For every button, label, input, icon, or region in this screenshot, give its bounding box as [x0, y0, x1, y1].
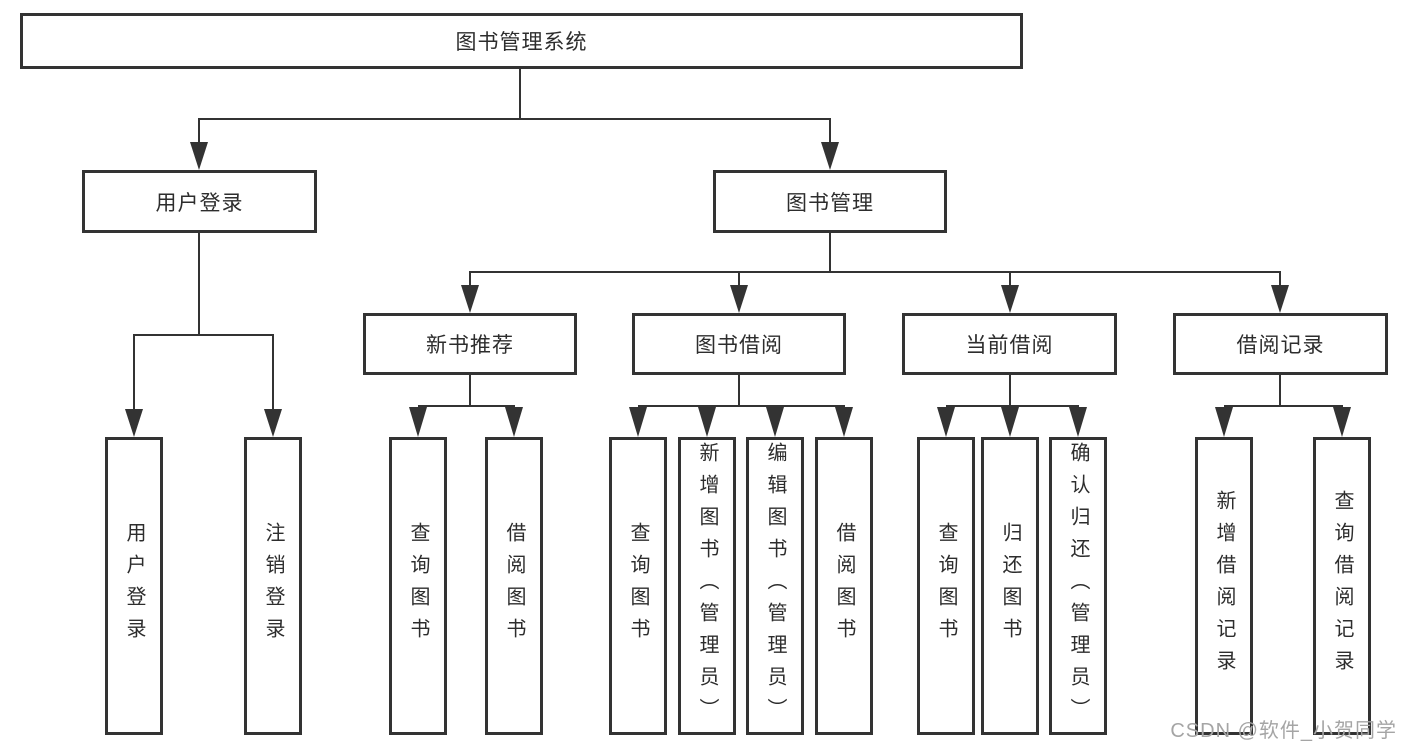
arrowhead-down — [821, 142, 839, 170]
leaf-newbook-borrow-books-label: 借阅图书 — [503, 522, 525, 650]
connector-line — [1224, 405, 1343, 407]
leaf-user-login-label: 用户登录 — [123, 522, 145, 650]
leaf-borrowing-borrow-books: 借阅图书 — [815, 437, 873, 735]
connector-line — [133, 334, 135, 412]
node-book-management-label: 图书管理 — [786, 191, 874, 215]
arrowhead-down — [264, 409, 282, 437]
arrowhead-down — [698, 407, 716, 437]
node-new-book-recommend: 新书推荐 — [363, 313, 577, 375]
node-user-login-label: 用户登录 — [155, 191, 244, 215]
connector-line — [134, 334, 274, 336]
arrowhead-down — [1333, 407, 1351, 437]
arrowhead-down — [409, 407, 427, 437]
leaf-current-query-books-label: 查询图书 — [935, 522, 957, 650]
leaf-records-add-record: 新增借阅记录 — [1195, 437, 1253, 735]
arrowhead-down — [835, 407, 853, 437]
connector-line — [519, 68, 521, 120]
connector-line — [418, 405, 515, 407]
leaf-newbook-query-books-label: 查询图书 — [407, 522, 429, 650]
leaf-current-query-books: 查询图书 — [917, 437, 975, 735]
arrowhead-down — [1001, 285, 1019, 313]
leaf-current-confirm-return-admin-label: 确认归还（管理员） — [1067, 442, 1089, 730]
node-root-label: 图书管理系统 — [455, 31, 588, 54]
connector-line — [469, 271, 471, 288]
connector-line — [638, 405, 845, 407]
leaf-borrowing-query-books: 查询图书 — [609, 437, 667, 735]
connector-line — [946, 405, 1079, 407]
node-user-login: 用户登录 — [82, 170, 317, 233]
connector-line — [829, 118, 831, 145]
node-new-book-recommend-label: 新书推荐 — [426, 334, 514, 357]
connector-line — [738, 271, 740, 288]
leaf-newbook-query-books: 查询图书 — [389, 437, 447, 735]
leaf-borrowing-query-books-label: 查询图书 — [627, 522, 649, 650]
leaf-logout-label: 注销登录 — [262, 522, 284, 650]
connector-line — [1009, 375, 1011, 407]
arrowhead-down — [461, 285, 479, 313]
connector-line — [738, 375, 740, 407]
arrowhead-down — [730, 285, 748, 313]
connector-line — [1279, 271, 1281, 288]
leaf-user-login: 用户登录 — [105, 437, 163, 735]
node-book-management: 图书管理 — [713, 170, 947, 233]
connector-line — [469, 375, 471, 407]
arrowhead-down — [1215, 407, 1233, 437]
leaf-current-return-books: 归还图书 — [981, 437, 1039, 735]
arrowhead-down — [1271, 285, 1289, 313]
node-root: 图书管理系统 — [20, 13, 1023, 69]
leaf-borrowing-add-books-admin-label: 新增图书（管理员） — [696, 442, 718, 730]
connector-line — [198, 118, 200, 145]
arrowhead-down — [1001, 407, 1019, 437]
leaf-newbook-borrow-books: 借阅图书 — [485, 437, 543, 735]
arrowhead-down — [190, 142, 208, 170]
connector-line — [1279, 375, 1281, 407]
connector-line — [198, 233, 200, 336]
connector-line — [470, 271, 1281, 273]
leaf-records-query-record: 查询借阅记录 — [1313, 437, 1371, 735]
arrowhead-down — [937, 407, 955, 437]
node-borrow-records: 借阅记录 — [1173, 313, 1388, 375]
leaf-current-confirm-return-admin: 确认归还（管理员） — [1049, 437, 1107, 735]
node-current-borrowing-label: 当前借阅 — [965, 334, 1054, 357]
connector-line — [829, 233, 831, 273]
connector-line — [272, 334, 274, 412]
leaf-logout: 注销登录 — [244, 437, 302, 735]
arrowhead-down — [766, 407, 784, 437]
leaf-borrowing-edit-books-admin-label: 编辑图书（管理员） — [764, 442, 786, 730]
leaf-records-query-record-label: 查询借阅记录 — [1331, 490, 1353, 682]
arrowhead-down — [629, 407, 647, 437]
arrowhead-down — [505, 407, 523, 437]
arrowhead-down — [1069, 407, 1087, 437]
node-borrow-records-label: 借阅记录 — [1236, 334, 1325, 357]
node-current-borrowing: 当前借阅 — [902, 313, 1117, 375]
connector-line — [198, 118, 831, 120]
leaf-borrowing-borrow-books-label: 借阅图书 — [833, 522, 855, 650]
leaf-current-return-books-label: 归还图书 — [999, 522, 1021, 650]
csdn-watermark: CSDN @软件_小贺同学 — [1170, 720, 1397, 742]
node-book-borrowing-label: 图书借阅 — [695, 334, 783, 357]
node-book-borrowing: 图书借阅 — [632, 313, 846, 375]
leaf-records-add-record-label: 新增借阅记录 — [1213, 490, 1235, 682]
leaf-borrowing-edit-books-admin: 编辑图书（管理员） — [746, 437, 804, 735]
connector-line — [1009, 271, 1011, 288]
leaf-borrowing-add-books-admin: 新增图书（管理员） — [678, 437, 736, 735]
arrowhead-down — [125, 409, 143, 437]
